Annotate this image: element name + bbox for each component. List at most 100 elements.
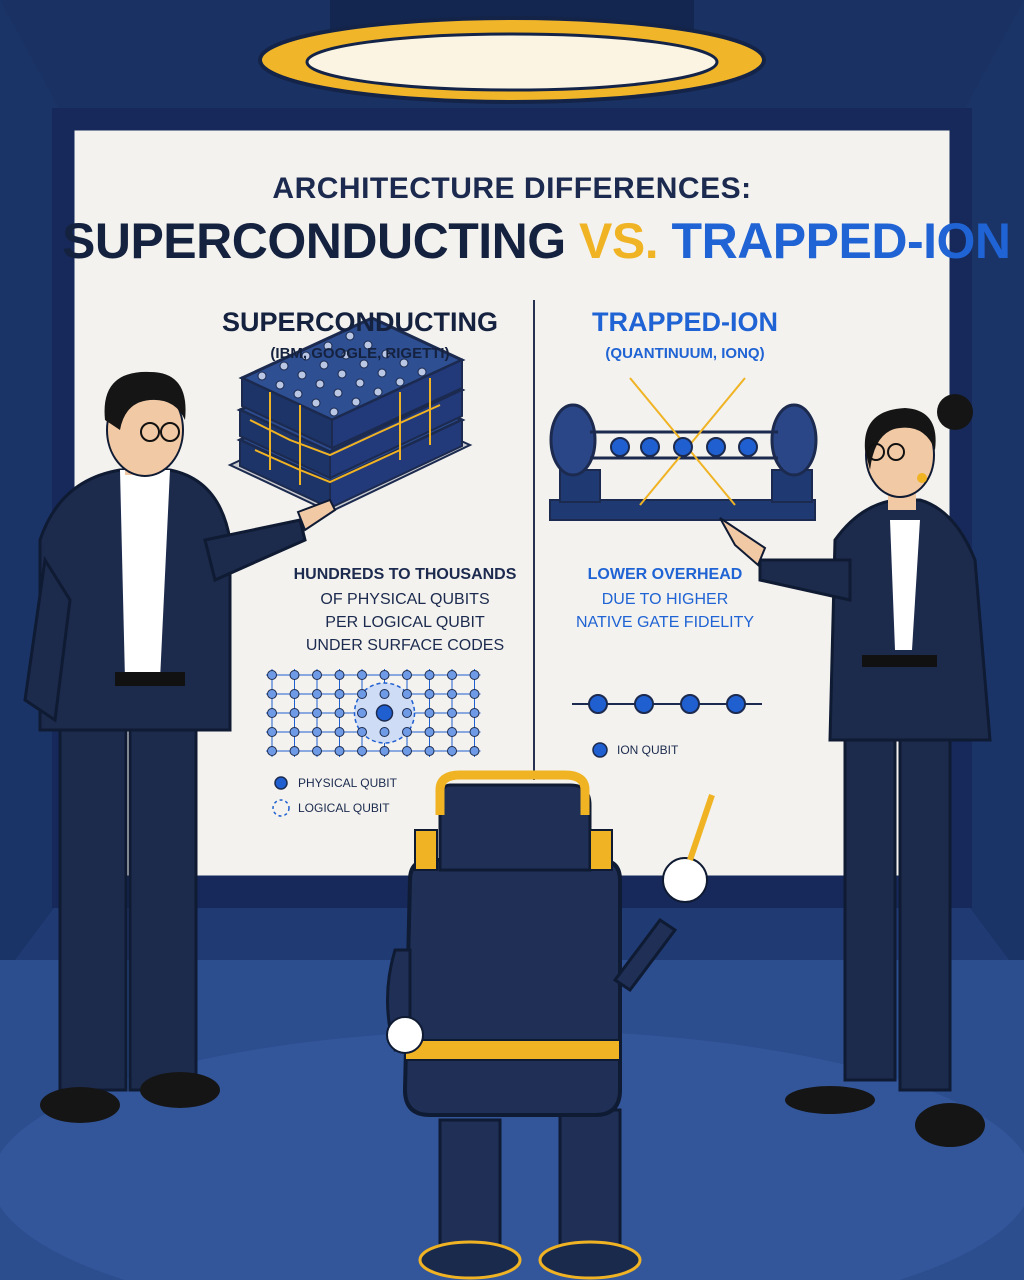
physical-qubit-node — [447, 708, 457, 718]
physical-qubit-node — [447, 727, 457, 737]
ion-qubit — [634, 694, 654, 714]
superconducting-description-line: HUNDREDS TO THOUSANDS — [293, 566, 517, 583]
chip-qubit-dot — [341, 350, 351, 360]
physical-qubit-node — [357, 708, 367, 718]
chip-qubit-dot — [329, 407, 339, 417]
physical-qubit-node — [424, 727, 435, 737]
trapped-ion-description-line: DUE TO HIGHER — [601, 591, 729, 608]
physical-qubit-node — [424, 746, 435, 756]
physical-qubit-node — [357, 670, 367, 680]
physical-qubit-node — [289, 746, 300, 756]
physical-qubit-node — [379, 746, 390, 756]
male-presenter — [23, 371, 337, 1123]
ion-qubit-legend-icon — [592, 742, 608, 758]
physical-qubit-node — [289, 708, 300, 718]
physical-qubit-node — [334, 670, 345, 680]
physical-qubit-node — [334, 689, 345, 699]
physical-qubit-node — [469, 727, 480, 737]
ion-qubit — [726, 694, 746, 714]
chip-qubit-dot — [323, 341, 333, 351]
superconducting-description-line: PER LOGICAL QUBIT — [325, 614, 485, 631]
surface-code-lattice — [266, 669, 481, 757]
physical-qubit-node — [469, 746, 480, 756]
physical-qubit-node — [334, 746, 345, 756]
chip-qubit-dot — [381, 349, 391, 359]
superconducting-chip-illustration — [227, 316, 473, 514]
physical-qubit-node — [424, 670, 435, 680]
subtitle-vs: VS. — [579, 213, 659, 269]
chip-qubit-dot — [355, 378, 365, 388]
physical-qubit-node — [267, 746, 277, 756]
trapped-ion-heading: TRAPPED-ION — [591, 307, 778, 337]
superconducting-heading: SUPERCONDUCTING — [221, 307, 498, 337]
ion-chain-diagram — [572, 694, 762, 714]
trapped-ion-companies: (QUANTINUUM, IONQ) — [605, 345, 765, 362]
chip-qubit-dot — [345, 331, 355, 341]
physical-qubit-node — [379, 689, 390, 699]
logical-qubit-legend-icon — [272, 799, 290, 817]
ion-trap-illustration — [549, 377, 818, 521]
superconducting-description-line: OF PHYSICAL QUBITS — [320, 591, 490, 608]
trapped-ion-description-line: NATIVE GATE FIDELITY — [575, 614, 755, 631]
trapped-ion — [673, 437, 693, 457]
trapped-ion — [640, 437, 660, 457]
ion-qubit — [588, 694, 608, 714]
physical-qubit-node — [447, 689, 457, 699]
physical-qubit-node — [334, 727, 345, 737]
trapped-ion-description-line: LOWER OVERHEAD — [587, 566, 743, 583]
logical-qubit-legend-label: LOGICAL QUBIT — [298, 801, 390, 815]
chip-qubit-dot — [395, 377, 405, 387]
chip-qubit-dot — [301, 351, 311, 361]
chip-qubit-dot — [315, 379, 325, 389]
subtitle-trapped-ion: TRAPPED-ION — [671, 213, 1011, 269]
chip-qubit-dot — [363, 340, 373, 350]
chip-qubit-dot — [311, 398, 321, 408]
physical-qubit-node — [312, 689, 322, 699]
physical-qubit-node — [267, 727, 277, 737]
chip-qubit-dot — [377, 368, 387, 378]
chip-qubit-dot — [319, 360, 329, 370]
physical-qubit-node — [312, 670, 322, 680]
female-presenter — [719, 394, 992, 1147]
physical-qubit-node — [402, 689, 412, 699]
trapped-ion — [706, 437, 726, 457]
chip-qubit-dot — [351, 397, 361, 407]
physical-qubit-node — [289, 670, 300, 680]
physical-qubit-node — [334, 708, 345, 718]
physical-qubit-legend-icon — [274, 776, 288, 790]
physical-qubit-node — [312, 746, 322, 756]
chip-qubit-dot — [293, 389, 303, 399]
page-subtitle: SUPERCONDUCTING VS. TRAPPED-ION — [62, 212, 1011, 270]
chip-qubit-dot — [337, 369, 347, 379]
ion-qubit-legend-label: ION QUBIT — [617, 743, 679, 757]
physical-qubit-legend-label: PHYSICAL QUBIT — [298, 776, 397, 790]
chip-qubit-dot — [257, 371, 267, 381]
robot-assistant — [386, 770, 715, 1280]
page-title: ARCHITECTURE DIFFERENCES: — [272, 172, 752, 205]
physical-qubit-node — [402, 708, 412, 718]
physical-qubit-node — [267, 670, 277, 680]
physical-qubit-node — [402, 727, 412, 737]
chip-qubit-dot — [359, 359, 369, 369]
chip-qubit-dot — [333, 388, 343, 398]
superconducting-companies: (IBM, GOOGLE, RIGETTI) — [270, 345, 450, 362]
physical-qubit-node — [357, 727, 367, 737]
logical-qubit-node — [375, 704, 394, 722]
physical-qubit-node — [424, 689, 435, 699]
physical-qubit-node — [402, 670, 412, 680]
chip-qubit-grid — [257, 331, 427, 417]
physical-qubit-node — [379, 727, 390, 737]
chip-qubit-dot — [275, 380, 285, 390]
physical-qubit-node — [469, 689, 480, 699]
subtitle-superconducting: SUPERCONDUCTING — [62, 213, 566, 269]
physical-qubit-node — [447, 746, 457, 756]
ceiling-lamp — [258, 0, 766, 104]
chip-qubit-dot — [417, 367, 427, 377]
physical-qubit-node — [312, 708, 322, 718]
ion-qubit — [680, 694, 700, 714]
physical-qubit-node — [267, 708, 277, 718]
physical-qubit-node — [357, 689, 367, 699]
physical-qubit-node — [357, 746, 367, 756]
chip-qubit-dot — [399, 358, 409, 368]
